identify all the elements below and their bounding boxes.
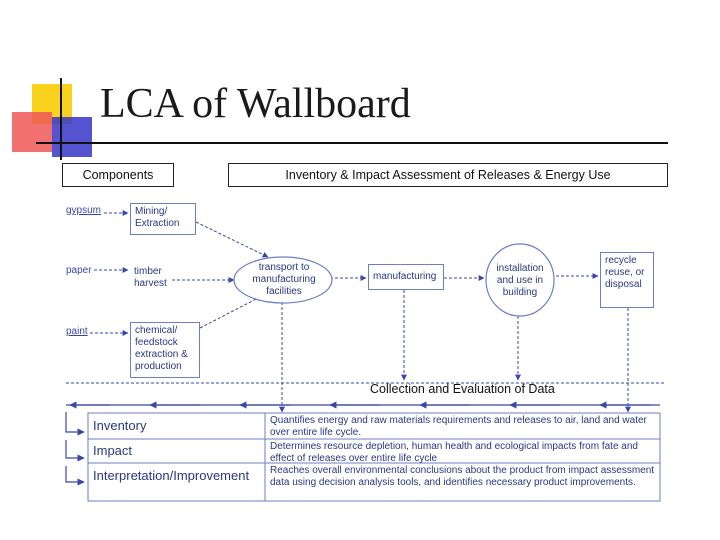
interpretation-bracket-arrow <box>65 466 85 486</box>
mining-to-transport <box>195 221 269 258</box>
table-row-interpretation-desc: Reaches overall environmental conclusion… <box>270 465 655 488</box>
input-paper: paper <box>66 265 92 276</box>
manufacturing-box: manufacturing <box>368 264 444 290</box>
collection-label: Collection and Evaluation of Data <box>370 382 555 396</box>
mining-box: Mining/ Extraction <box>130 203 196 235</box>
vertical-rule <box>60 78 62 160</box>
transport-label: transport to manufacturing facilities <box>252 262 316 297</box>
input-gypsum: gypsum <box>66 205 102 216</box>
results-table <box>87 412 661 502</box>
slide-title: LCA of Wallboard <box>100 81 411 127</box>
red-square-decoration <box>12 112 52 152</box>
inventory-header: Inventory & Impact Assessment of Release… <box>228 163 668 187</box>
table-row-impact-label: Impact <box>93 443 133 458</box>
transport-oval <box>233 256 333 304</box>
recycle-box: recycle reuse, or disposal <box>600 252 654 308</box>
components-header: Components <box>62 163 174 187</box>
timber-box: timber harvest <box>130 264 172 296</box>
impact-bracket-arrow <box>65 440 85 462</box>
table-row-inventory-label: Inventory <box>93 418 147 433</box>
installation-label: installation and use in building <box>496 263 544 298</box>
table-row-inventory-desc: Quantifies energy and raw materials requ… <box>270 415 647 438</box>
table-row-interpretation-label: Interpretation/Improvement <box>93 468 250 483</box>
inventory-bracket-arrow <box>65 412 85 436</box>
blue-square-decoration <box>52 117 92 157</box>
input-paint: paint <box>66 326 88 337</box>
chemical-to-transport <box>199 295 263 329</box>
horizontal-rule <box>36 142 668 144</box>
chemical-box: chemical/ feedstock extraction & product… <box>130 322 200 378</box>
table-row-impact-desc: Determines resource depletion, human hea… <box>270 441 638 464</box>
installation-oval <box>485 243 555 317</box>
